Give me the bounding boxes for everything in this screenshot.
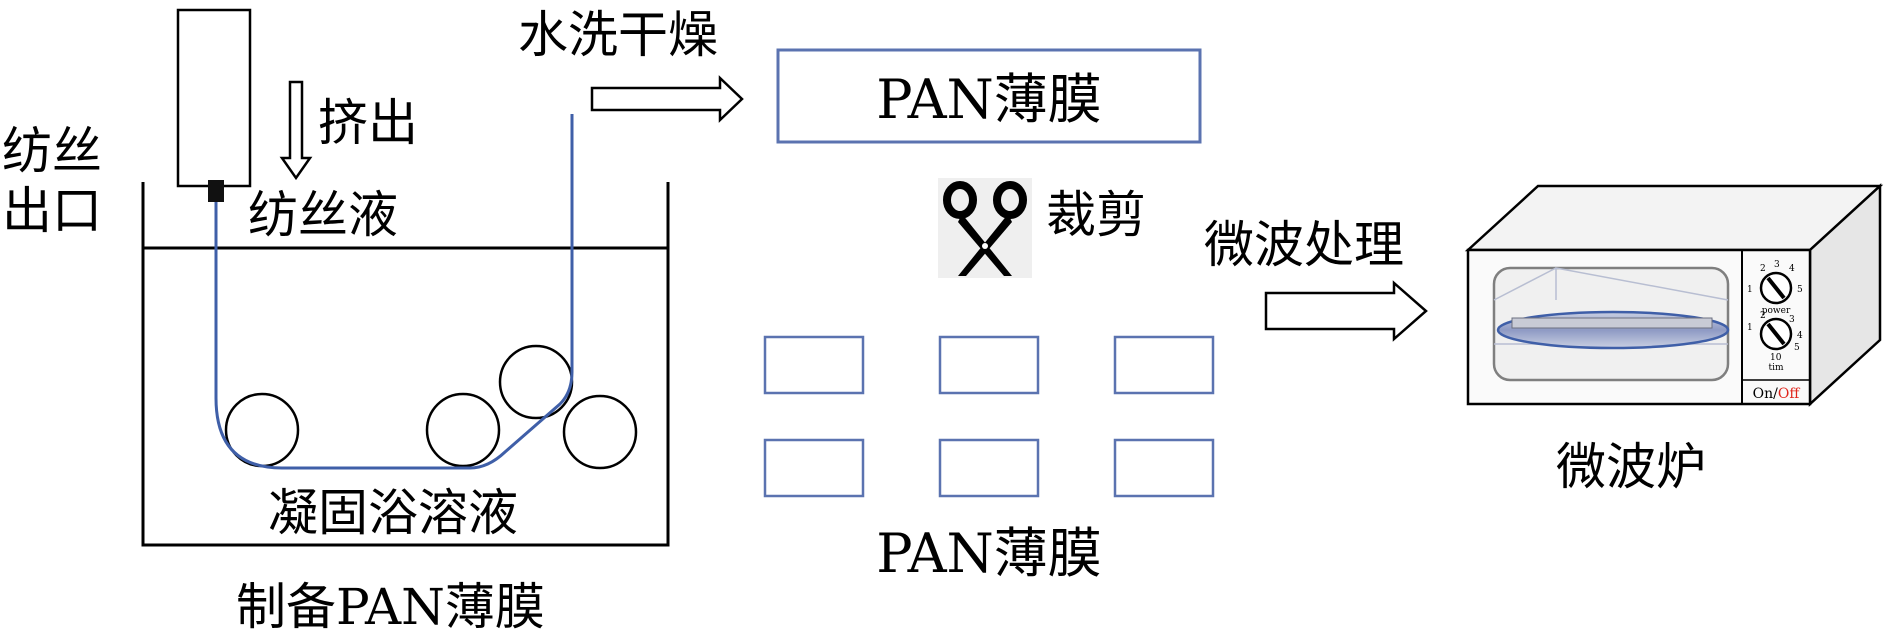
film-piece [938, 335, 1040, 395]
fiber-path [214, 114, 574, 470]
power-dial-num: 4 [1789, 264, 1795, 274]
microwave-oven-label: 微波炉 [1556, 438, 1706, 496]
microwave-treatment-label: 微波处理 [1204, 216, 1404, 274]
wash-dry-arrow [590, 75, 744, 123]
time-dial: 1 2 3 4 5 10 tim [1747, 311, 1803, 373]
microwave-arrow [1264, 280, 1428, 342]
turntable-plate [1496, 310, 1730, 350]
syringe-body [176, 8, 252, 188]
extrude-arrow [279, 80, 313, 181]
power-dial-num: 2 [1760, 264, 1766, 274]
power-dial-num: 1 [1747, 285, 1753, 295]
microwave-oven: 1 2 3 4 5 power 1 2 3 4 5 10 tim On/Off [1464, 183, 1884, 407]
film-piece [763, 438, 865, 498]
spinneret-nozzle [208, 180, 224, 202]
oven-switch-label: On/Off [1753, 386, 1801, 402]
power-dial: 1 2 3 4 5 power [1747, 260, 1803, 316]
roller-4 [562, 394, 638, 470]
time-dial-num: 5 [1794, 343, 1800, 353]
time-dial-num: 1 [1747, 323, 1753, 333]
time-dial-num: 2 [1760, 311, 1766, 321]
pan-film-sheet [776, 48, 1202, 144]
time-label: tim [1768, 363, 1783, 373]
switch-on-text: On/ [1753, 386, 1778, 402]
time-dial-num: 10 [1770, 353, 1782, 363]
spinneret-outlet-label-line1: 纺丝 [2, 122, 102, 180]
power-dial-num: 5 [1797, 285, 1803, 295]
roller-3 [498, 344, 574, 420]
power-dial-num: 3 [1774, 260, 1780, 270]
power-label: power [1762, 306, 1791, 316]
wash-dry-label: 水洗干燥 [518, 6, 718, 64]
switch-off-text: Off [1778, 386, 1800, 402]
cut-label: 裁剪 [1046, 186, 1146, 244]
film-piece [938, 438, 1040, 498]
bath-container [141, 182, 670, 547]
prepare-pan-film-label: 制备PAN薄膜 [236, 578, 545, 636]
cut-film-pieces [763, 335, 1215, 498]
roller-2 [425, 392, 501, 468]
spinneret-outlet-label-line2: 出口 [2, 182, 102, 240]
time-dial-num: 4 [1797, 331, 1803, 341]
film-piece [1113, 335, 1215, 395]
scissors-icon [938, 178, 1032, 278]
pan-film-sheet-label: PAN薄膜 [876, 68, 1102, 131]
coagulation-bath-label: 凝固浴溶液 [268, 484, 518, 542]
time-dial-num: 3 [1789, 315, 1795, 325]
pan-films-label: PAN薄膜 [876, 522, 1102, 585]
film-piece [763, 335, 865, 395]
film-piece [1113, 438, 1215, 498]
spinning-solution-label: 纺丝液 [248, 186, 398, 244]
extrude-label: 挤出 [318, 94, 418, 152]
